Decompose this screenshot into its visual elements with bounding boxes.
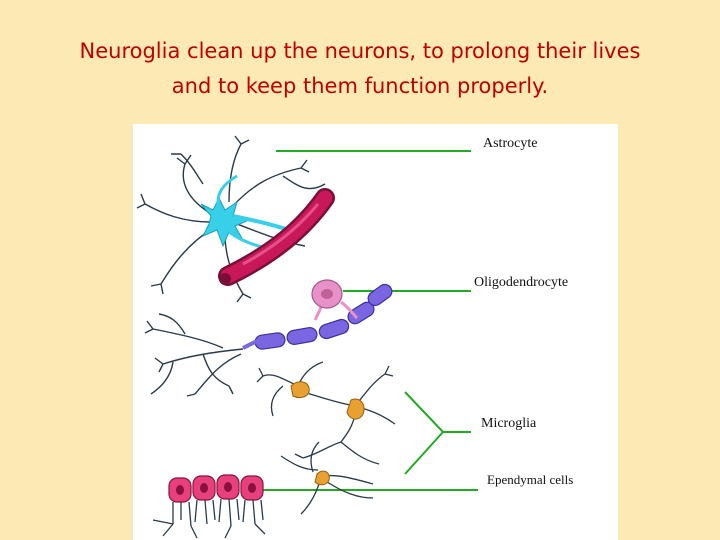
microglia-leader-line-lower <box>404 431 444 475</box>
diagram-illustration <box>136 135 478 539</box>
astrocyte-label: Astrocyte <box>483 136 538 151</box>
slide-title: Neuroglia clean up the neurons, to prolo… <box>0 34 720 104</box>
oligodendrocyte-cell <box>144 279 393 397</box>
microglia-cell-2 <box>346 398 365 420</box>
microglia-label: Microglia <box>481 416 537 431</box>
microglia-leader-line-upper <box>404 391 471 433</box>
microglia-cell-1 <box>290 381 310 399</box>
microglia-cell-3 <box>314 470 330 486</box>
microglia-cells <box>256 361 396 515</box>
title-line-1: Neuroglia clean up the neurons, to prolo… <box>79 39 641 63</box>
oligodendrocyte-label: Oligodendrocyte <box>474 275 569 290</box>
astrocyte-cell <box>136 135 326 303</box>
blood-vessel <box>218 188 335 286</box>
title-line-2: and to keep them function properly. <box>171 74 549 98</box>
ependymal-label: Ependymal cells <box>487 472 574 487</box>
ependymal-cells <box>152 474 266 539</box>
neuroglia-diagram: Astrocyte Oligodendrocyte Microglia Epen… <box>133 124 618 540</box>
leader-lines <box>253 150 478 491</box>
